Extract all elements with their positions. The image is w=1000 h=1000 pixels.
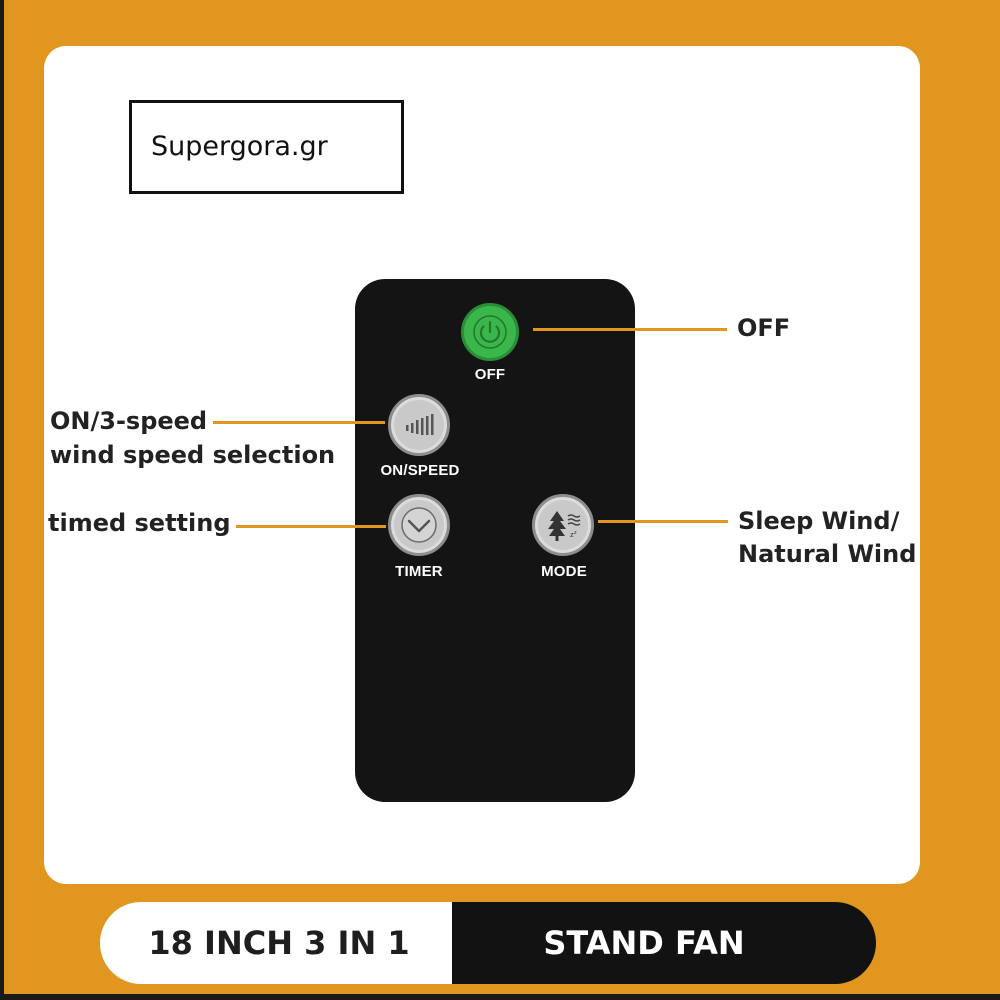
speed-button[interactable] <box>388 394 450 456</box>
mode-button[interactable]: z z <box>532 494 594 556</box>
chevron-down-icon <box>401 507 437 543</box>
speed-leader-line <box>213 421 385 424</box>
mode-button-label: MODE <box>541 563 587 580</box>
timer-leader-line <box>236 525 386 528</box>
off-callout: OFF <box>737 314 791 342</box>
power-icon <box>473 315 507 349</box>
frame-bottom-edge <box>0 994 1000 1000</box>
banner-product-text: STAND FAN <box>452 902 876 984</box>
mode-callout-line2: Natural Wind <box>738 540 917 568</box>
frame-left-edge <box>0 0 4 1000</box>
speed-button-label: ON/SPEED <box>380 462 460 479</box>
timer-button-label: TIMER <box>395 563 443 580</box>
tree-wind-icon: z z <box>548 511 581 541</box>
mode-leader-line <box>598 520 728 523</box>
speed-bars-icon <box>406 414 434 435</box>
timer-callout: timed setting <box>48 509 231 537</box>
svg-text:z: z <box>574 530 577 536</box>
off-button-label: OFF <box>474 366 506 383</box>
speed-callout-line1: ON/3-speed <box>50 407 208 435</box>
timer-button[interactable] <box>388 494 450 556</box>
off-leader-line <box>533 328 727 331</box>
speed-callout-line2: wind speed selection <box>50 441 336 469</box>
mode-callout-line1: Sleep Wind/ <box>738 507 900 535</box>
product-banner: 18 INCH 3 IN 1 STAND FAN <box>100 902 876 984</box>
svg-text:z: z <box>570 531 574 539</box>
banner-size-text: 18 INCH 3 IN 1 <box>100 902 452 984</box>
off-button[interactable] <box>461 303 519 361</box>
watermark-box: Supergora.gr <box>129 100 404 194</box>
